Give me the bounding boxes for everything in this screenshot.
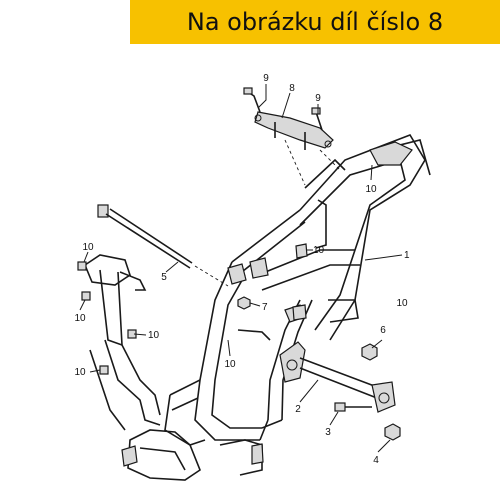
main-frame bbox=[121, 134, 431, 481]
callout-3: 3 bbox=[325, 427, 331, 438]
callout-2: 2 bbox=[295, 404, 301, 415]
callout-5: 5 bbox=[161, 272, 167, 283]
callout-9-right: 9 bbox=[315, 93, 321, 104]
callout-10-head-top: 10 bbox=[82, 242, 94, 253]
callout-10-center: 10 bbox=[224, 359, 236, 370]
callout-6: 6 bbox=[380, 325, 386, 336]
callout-10-frame-top: 10 bbox=[365, 184, 377, 195]
callout-10-head-low: 10 bbox=[74, 367, 86, 378]
leader-lines bbox=[79, 84, 403, 453]
nut-part-4 bbox=[384, 423, 401, 441]
callout-10-head-mid: 10 bbox=[74, 313, 86, 324]
bolt-9-left bbox=[243, 87, 261, 113]
nut-part-6 bbox=[361, 343, 378, 361]
banner-title: Na obrázku díl číslo 8 bbox=[186, 8, 444, 36]
nut-part-7 bbox=[237, 296, 251, 310]
callout-7: 7 bbox=[262, 302, 268, 313]
callout-10-cross: 10 bbox=[313, 245, 325, 256]
engine-mount-part-2 bbox=[279, 341, 396, 413]
bolt-9-right bbox=[311, 107, 323, 131]
callout-9-left: 9 bbox=[263, 73, 269, 84]
callout-1: 1 bbox=[404, 250, 410, 261]
callout-labels: 9 8 9 10 10 1 10 5 10 7 10 6 10 10 10 2 … bbox=[74, 73, 410, 466]
long-bolt-part-5 bbox=[97, 204, 229, 287]
bracket-part-8 bbox=[254, 111, 341, 186]
bolt-part-3 bbox=[334, 402, 372, 412]
callout-8: 8 bbox=[289, 83, 295, 94]
callout-4: 4 bbox=[373, 455, 379, 466]
callout-10-head-right: 10 bbox=[148, 330, 160, 341]
title-banner: Na obrázku díl číslo 8 bbox=[130, 0, 500, 44]
callout-10-extra: 10 bbox=[396, 298, 408, 309]
steering-head bbox=[77, 254, 161, 431]
